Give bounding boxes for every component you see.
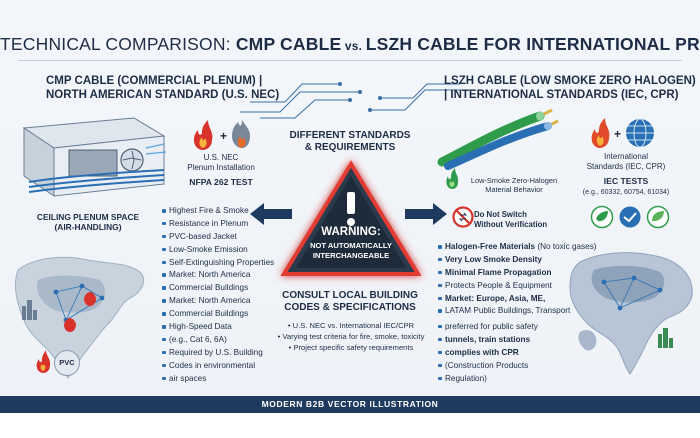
fire-shield-icon: + <box>193 120 250 150</box>
list-item: complies with CPR <box>438 348 597 358</box>
list-item: Required by U.S. Building <box>162 348 274 358</box>
list-item: tunnels, train stations <box>438 335 597 345</box>
right-arrow-icon <box>405 203 447 225</box>
cmp-header: CMP CABLE (COMMERCIAL PLENUM) | NORTH AM… <box>46 75 280 101</box>
footer-bar: MODERN B2B VECTOR ILLUSTRATION <box>0 396 700 413</box>
consult-bullets: • U.S. NEC vs. International IEC/CPR • V… <box>264 320 438 353</box>
list-item: air spaces <box>162 374 274 384</box>
iec-tests-examples: (e.g., 60332, 60754, 61034) <box>582 189 670 196</box>
standards-heading: DIFFERENT STANDARDS & REQUIREMENTS <box>289 130 411 153</box>
circuit-lines-left <box>240 82 362 119</box>
list-item: (e.g., Cat 6, 6A) <box>162 335 274 345</box>
list-item: PVC-based Jacket <box>162 232 274 242</box>
ceiling-plenum-illustration <box>22 117 167 197</box>
nec-plenum-installation: U.S. NEC Plenum Installation <box>187 153 255 172</box>
do-not-switch-label: Do Not Switch Without Verification <box>474 210 548 229</box>
fire-icon <box>36 350 51 373</box>
left-arrow-icon <box>250 203 292 225</box>
lszh-material-behavior: Low-Smoke Zero-Halogen Material Behavior <box>470 176 558 194</box>
lszh-header: LSZH CABLE (LOW SMOKE ZERO HALOGEN) | IN… <box>444 75 696 101</box>
list-item: LATAM Public Buildings, Transport <box>438 306 597 316</box>
world-map <box>569 252 693 375</box>
svg-text:+: + <box>614 127 621 141</box>
list-item: Very Low Smoke Density <box>438 255 597 265</box>
eco-badge-icons <box>590 205 670 229</box>
list-item: Resistance in Plenum <box>162 219 274 229</box>
title-divider <box>18 60 682 61</box>
list-item: Market: North America <box>162 296 274 306</box>
svg-text:+: + <box>220 129 227 143</box>
list-item: Halogen-Free Materials (No toxic gases) <box>438 242 597 252</box>
cmp-feature-list: Highest Fire & Smoke Resistance in Plenu… <box>162 206 274 386</box>
list-item: • Varying test criteria for fire, smoke,… <box>277 332 425 341</box>
list-item: Commercial Buildings <box>162 309 274 319</box>
lszh-feature-list: Halogen-Free Materials (No toxic gases) … <box>438 242 597 386</box>
page-title: TECHNICAL COMPARISON: CMP CABLE vs. LSZH… <box>0 34 700 54</box>
list-item: Self-Extinguishing Properties <box>162 258 274 268</box>
footer-label: MODERN B2B VECTOR ILLUSTRATION <box>261 399 439 409</box>
list-item: preferred for public safety <box>438 322 597 332</box>
list-item: High-Speed Data <box>162 322 274 332</box>
list-item: Market: North America <box>162 270 274 280</box>
lszh-cable-illustration <box>437 108 559 170</box>
list-item: Regulation) <box>438 374 597 384</box>
plenum-label: CEILING PLENUM SPACE (AIR-HANDLING) <box>36 212 140 232</box>
green-flame-icon <box>446 168 459 189</box>
consult-heading: CONSULT LOCAL BUILDING CODES & SPECIFICA… <box>282 290 418 313</box>
north-america-map <box>15 256 145 379</box>
nfpa-test-label: NFPA 262 TEST <box>189 177 253 187</box>
warning-triangle-icon <box>280 160 422 276</box>
prohibited-icon <box>452 206 474 228</box>
list-item: • Project specific safety requirements <box>288 343 414 352</box>
pvc-badge: PVC <box>54 350 80 376</box>
list-item: Minimal Flame Propagation <box>438 268 597 278</box>
circuit-lines-right <box>368 83 470 112</box>
list-item: Market: Europe, Asia, ME, <box>438 294 597 304</box>
warning-title: WARNING: <box>321 226 381 238</box>
fire-globe-icon: + <box>591 118 654 148</box>
international-standards: International Standards (IEC, CPR) <box>586 152 666 171</box>
list-item: Highest Fire & Smoke <box>162 206 274 216</box>
list-item: (Construction Products <box>438 361 597 371</box>
list-item: Low-Smoke Emission <box>162 245 274 255</box>
list-item: Codes in environmental <box>162 361 274 371</box>
list-item: Protects People & Equipment <box>438 281 597 291</box>
list-item: Commercial Buildings <box>162 283 274 293</box>
bottom-margin <box>0 413 700 438</box>
iec-tests-label: IEC TESTS <box>603 176 649 186</box>
warning-message: NOT AUTOMATICALLY INTERCHANGEABLE <box>310 241 392 260</box>
list-item: • U.S. NEC vs. International IEC/CPR <box>287 321 415 330</box>
